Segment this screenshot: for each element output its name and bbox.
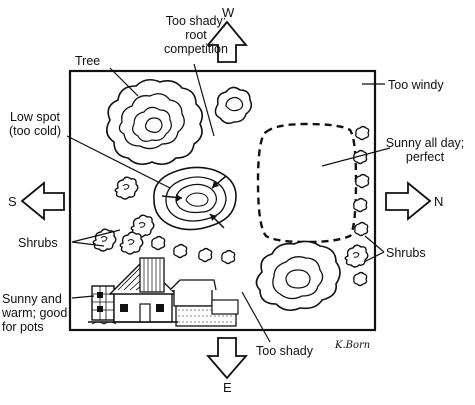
small-tree: [214, 86, 253, 125]
label-tree: Tree: [75, 54, 101, 68]
north-arrow: [385, 181, 432, 221]
label-sunny-all-day: Sunny all day; perfect: [385, 136, 465, 164]
compass-west: W: [222, 5, 235, 20]
label-too-shady-root: Too shady; root competition: [164, 14, 228, 56]
house: [88, 257, 239, 327]
label-too-windy: Too windy: [388, 78, 444, 92]
label-shrubs-left: Shrubs: [18, 236, 58, 250]
east-arrow: [206, 337, 248, 380]
leader-lines: [66, 63, 391, 343]
south-arrow: [20, 181, 65, 221]
west-arrow: [206, 20, 248, 63]
label-too-shady: Too shady: [256, 344, 313, 358]
tree-canopy: [106, 78, 204, 166]
property-boundary: [68, 69, 377, 332]
low-spot-contours: [153, 166, 237, 231]
compass-south: S: [8, 194, 17, 209]
artist-signature: K.Born: [335, 340, 371, 351]
compass-east: E: [223, 380, 232, 395]
label-low-spot: Low spot (too cold): [8, 110, 62, 138]
label-shrubs-right: Shrubs: [386, 246, 426, 260]
sunny-area-outline: [256, 122, 358, 244]
compass-north: N: [434, 194, 444, 209]
lower-tree-canopy: [255, 240, 341, 312]
label-sunny-warm: Sunny and warm; good for pots: [2, 292, 68, 334]
